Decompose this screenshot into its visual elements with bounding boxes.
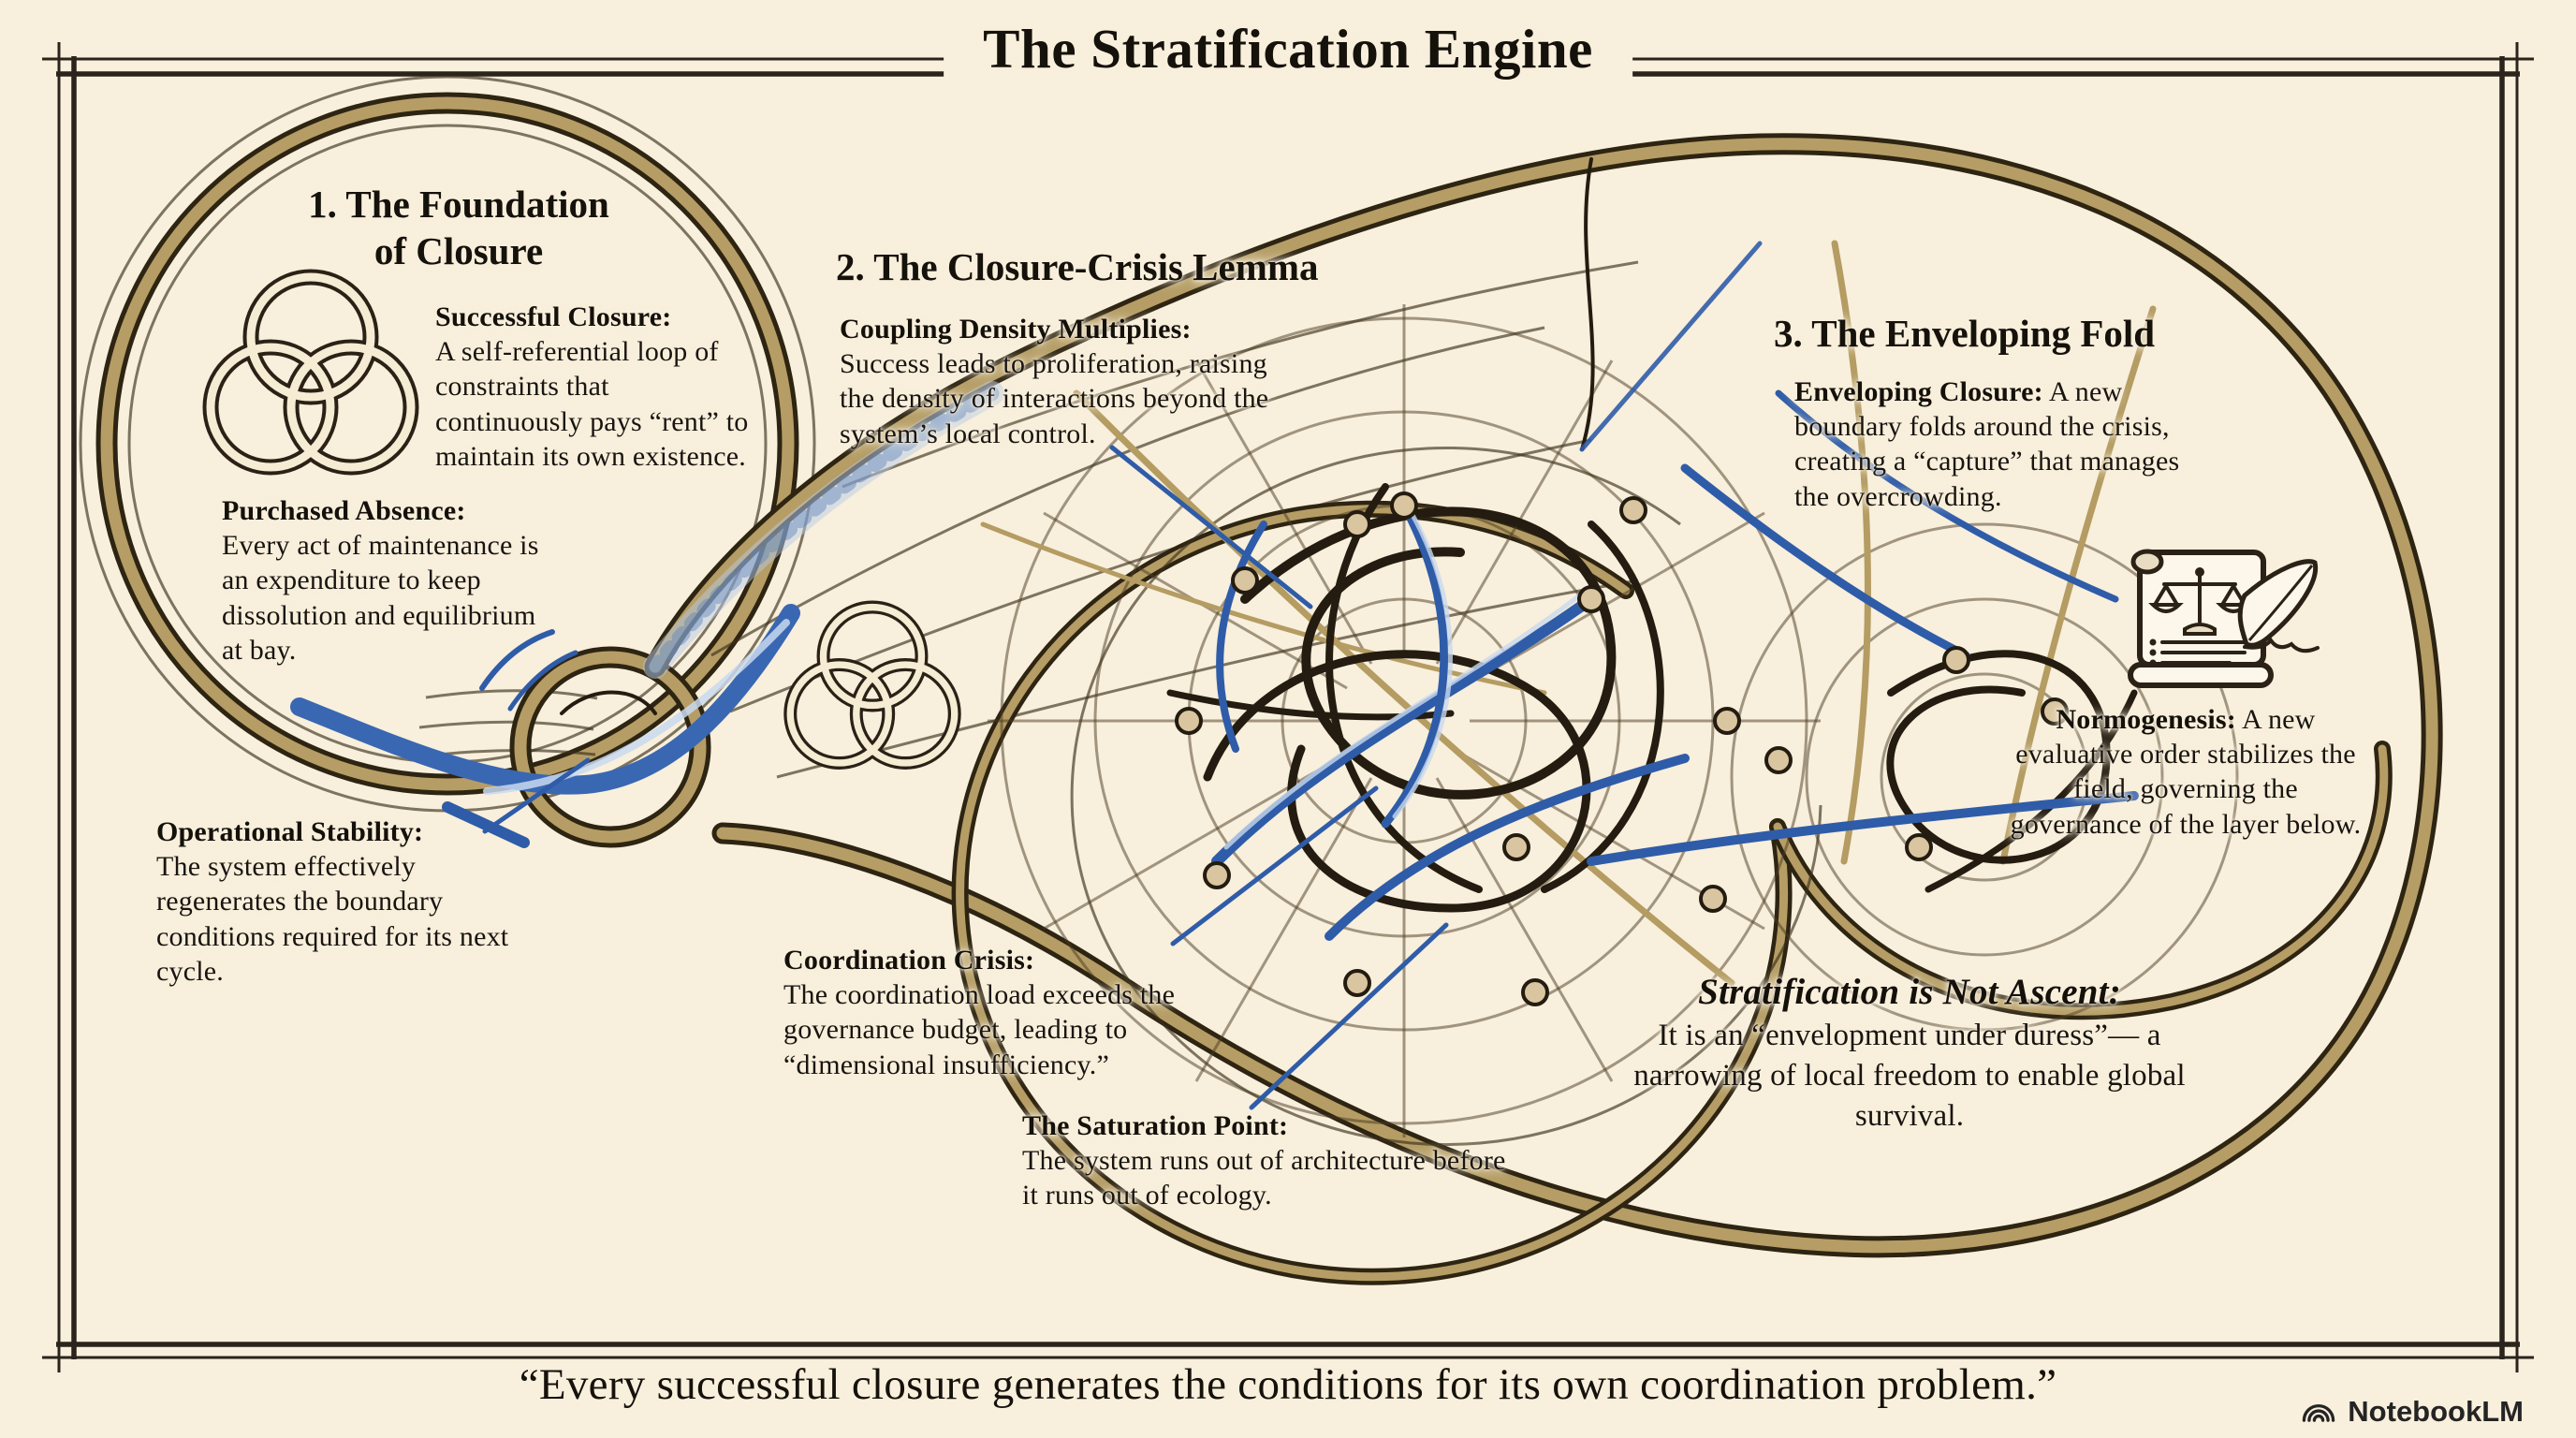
neck-bulb — [520, 657, 700, 837]
annotation-lead: Enveloping Closure: — [1794, 376, 2043, 407]
annotation-lead: Coordination Crisis: — [783, 945, 1035, 976]
notebooklm-logo-icon — [2303, 1404, 2335, 1422]
section-heading-fold: 3. The Enveloping Fold — [1774, 312, 2156, 355]
annotation-lead: Purchased Absence: — [222, 495, 466, 526]
annotation-body: The system runs out of architecture befo… — [1022, 1145, 1506, 1211]
annotation-body: The coordination load exceeds the govern… — [783, 979, 1176, 1080]
notebooklm-label: NotebookLM — [2348, 1395, 2524, 1428]
annotation-purchased-absence: Purchased Absence: Every act of maintenan… — [222, 493, 559, 668]
annotation-stratification: Stratification is Not Ascent: It is an “e… — [1624, 970, 2195, 1136]
bottom-quote: “Every successful closure generates the … — [519, 1360, 2057, 1409]
crisis-tangle — [980, 157, 2157, 987]
annotation-body: A self-referential loop of constraints t… — [435, 336, 749, 472]
annotation-body: It is an “envelopment under duress”— a n… — [1633, 1018, 2186, 1133]
quill-icon — [2237, 559, 2320, 653]
page-title: The Stratification Engine — [944, 15, 1632, 89]
annotation-saturation-point: The Saturation Point: The system runs out… — [1022, 1108, 1518, 1213]
web-nodes — [1175, 492, 2069, 1006]
notebooklm-badge: NotebookLM — [2298, 1391, 2524, 1432]
section-heading-lemma: 2. The Closure-Crisis Lemma — [836, 245, 1319, 288]
annotation-normogenesis: Normogenesis: A new evaluative order sta… — [2008, 702, 2364, 842]
annotation-body: The system effectively regenerates the b… — [156, 851, 509, 987]
trefoil-knot-icon — [211, 277, 411, 467]
annotation-lead: Stratification is Not Ascent: — [1698, 972, 2121, 1012]
leader-lines — [482, 445, 1449, 1110]
annotation-lead: Normogenesis: — [2056, 704, 2236, 735]
section-heading-foundation: 1. The Foundation of Closure — [308, 183, 609, 273]
funnel-blob — [655, 144, 2432, 1247]
scroll-scales-icon — [2128, 549, 2320, 688]
inner-edge-hatch — [643, 381, 1004, 679]
scroll-text-lines — [2149, 638, 2247, 667]
trefoil-knot-icon — [790, 608, 954, 763]
annotation-lead: Operational Stability: — [156, 816, 424, 847]
annotation-body: Success leads to proliferation, raising … — [840, 348, 1269, 449]
annotation-successful-closure: Successful Closure: A self-referential lo… — [435, 300, 763, 474]
annotation-operational-stability: Operational Stability: The system effecti… — [156, 814, 517, 989]
annotation-lead: Coupling Density Multiplies: — [840, 314, 1192, 345]
enveloping-fold-ring — [960, 447, 2384, 1276]
annotation-coordination-crisis: Coordination Crisis:The coordination loa… — [783, 943, 1228, 1082]
annotation-body: Every act of maintenance is an expenditu… — [222, 530, 539, 666]
annotation-coupling-density: Coupling Density Multiplies:Success lead… — [840, 312, 1308, 451]
annotation-body: A new boundary folds around the crisis, … — [1794, 376, 2180, 512]
annotation-body: A new evaluative order stabilizes the fi… — [2010, 704, 2362, 840]
annotation-enveloping-closure: Enveloping Closure: A new boundary folds… — [1794, 374, 2211, 514]
blue-ribbon — [290, 604, 800, 848]
annotation-lead: Successful Closure: — [435, 301, 672, 332]
annotation-lead: The Saturation Point: — [1022, 1110, 1289, 1141]
